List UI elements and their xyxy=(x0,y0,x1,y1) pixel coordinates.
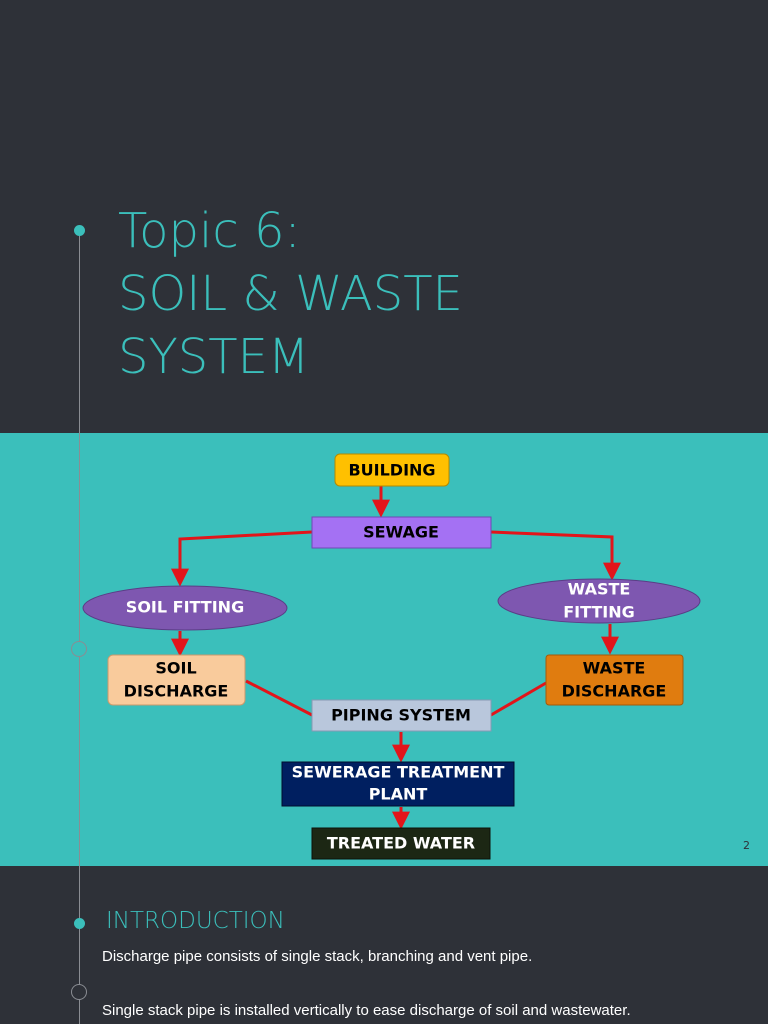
node-treated-water-label: TREATED WATER xyxy=(327,834,475,853)
node-sewerage-treatment-plant: SEWERAGE TREATMENT PLANT xyxy=(281,761,515,807)
arrow-sewage-to-soil-fitting xyxy=(171,530,313,587)
node-treated-water: TREATED WATER xyxy=(311,827,491,860)
node-building-label: BUILDING xyxy=(348,461,435,480)
title-slide xyxy=(0,0,768,433)
timeline-ring xyxy=(71,641,87,657)
node-soil-discharge-label-1: SOIL xyxy=(155,659,196,678)
node-waste-discharge-label-2: DISCHARGE xyxy=(562,682,667,701)
line-waste-discharge-to-piping xyxy=(490,681,547,717)
timeline-ring xyxy=(71,984,87,1000)
node-waste-fitting-label-2: FITTING xyxy=(563,603,635,622)
arrow-sewage-to-waste-fitting xyxy=(490,530,621,581)
node-soil-discharge-label-2: DISCHARGE xyxy=(124,682,229,701)
page-number: 2 xyxy=(743,839,750,852)
node-soil-fitting: SOIL FITTING xyxy=(82,585,288,631)
node-soil-fitting-label: SOIL FITTING xyxy=(126,598,244,617)
node-sewerage-label-1: SEWERAGE TREATMENT xyxy=(292,763,505,782)
title-line-1: Topic 6: xyxy=(118,203,301,259)
node-sewage-label: SEWAGE xyxy=(363,523,439,542)
node-sewage: SEWAGE xyxy=(311,516,492,549)
node-waste-fitting-label-1: WASTE xyxy=(568,580,631,599)
section-heading: INTRODUCTION xyxy=(106,908,285,934)
intro-paragraph-2: Single stack pipe is installed verticall… xyxy=(102,1002,631,1019)
timeline-dot xyxy=(74,225,85,236)
timeline-line xyxy=(79,230,80,1024)
node-piping-system-label: PIPING SYSTEM xyxy=(331,706,471,725)
line-soil-discharge-to-piping xyxy=(245,679,313,717)
title-line-2: SOIL & WASTE xyxy=(118,266,463,322)
page-title: Topic 6: SOIL & WASTE SYSTEM xyxy=(118,200,463,389)
flow-connectors xyxy=(171,486,621,830)
node-waste-discharge: WASTE DISCHARGE xyxy=(545,654,684,706)
node-waste-discharge-label-1: WASTE xyxy=(583,659,646,678)
intro-paragraph-1: Discharge pipe consists of single stack,… xyxy=(102,948,533,965)
title-line-3: SYSTEM xyxy=(118,329,310,385)
node-building: BUILDING xyxy=(334,453,450,487)
flow-diagram: BUILDING SEWAGE SOIL FITTING WASTE FITTI… xyxy=(82,453,701,860)
node-waste-fitting: WASTE FITTING xyxy=(497,578,701,624)
node-sewerage-label-2: PLANT xyxy=(369,785,428,804)
node-soil-discharge: SOIL DISCHARGE xyxy=(107,654,246,706)
introduction-slide xyxy=(0,866,768,1024)
timeline-dot xyxy=(74,918,85,929)
node-piping-system: PIPING SYSTEM xyxy=(311,699,492,732)
